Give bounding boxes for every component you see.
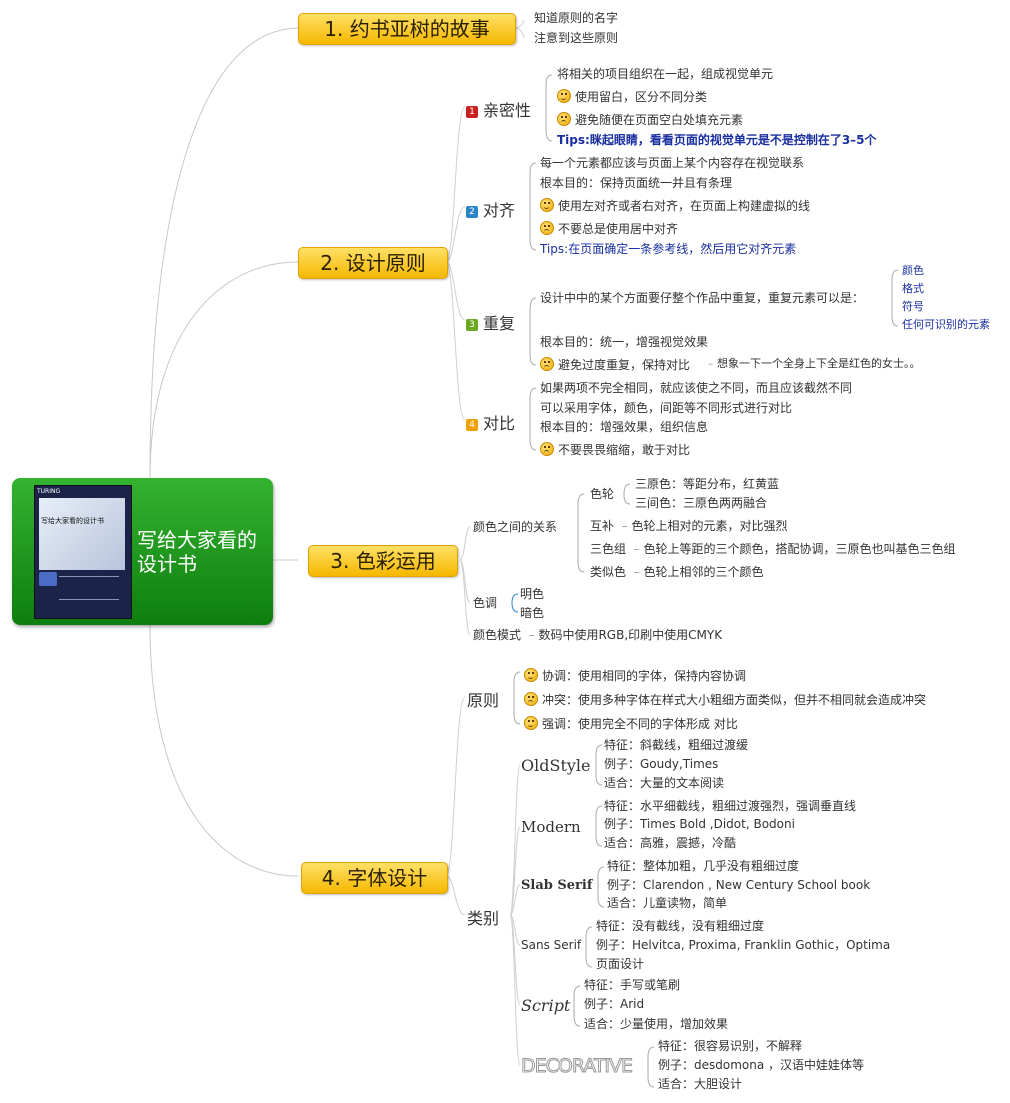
contrast-item-1: 如果两项不完全相同，就应该使之不同，而且应该截然不同: [540, 381, 853, 395]
proximity-item-1: 将相关的项目组织在一起，组成视觉单元: [557, 67, 774, 81]
color-wheel-item-2: 三间色：三原色两两融合: [635, 496, 768, 510]
branch-3-node[interactable]: 3. 色彩运用: [308, 545, 458, 577]
b1-item-2: 注意到这些原则: [534, 31, 619, 45]
contrast-item-2: 可以采用字体，颜色，间距等不同形式进行对比: [540, 401, 793, 415]
tone-item-1: 明色: [520, 587, 545, 601]
modern-item-1: 特征：水平细截线，粗细过渡强烈，强调垂直线: [604, 799, 857, 813]
sad-face-icon: [557, 112, 571, 126]
color-wheel-item-1: 三原色：等距分布，红黄蓝: [635, 477, 780, 491]
repetition-note: – 想象一下一个全身上下全是红色的女士。。: [708, 357, 921, 370]
decorative-item-2: 例子：desdomona ，汉语中娃娃体等: [658, 1058, 865, 1072]
decorative-item-3: 适合：大胆设计: [658, 1077, 743, 1091]
sans-item-3: 页面设计: [596, 957, 645, 971]
contrast-item-4: 不要畏畏缩缩，敢于对比: [540, 442, 690, 458]
smile-icon: [540, 198, 554, 212]
font-principle-2: 冲突：使用多种字体在样式大小粗细方面类似，但并不相同就会造成冲突: [524, 692, 926, 708]
color-wheel-label[interactable]: 色轮: [590, 487, 615, 501]
tone-label[interactable]: 色调: [473, 596, 498, 610]
repetition-element-3: 符号: [902, 300, 924, 313]
oldstyle-label[interactable]: OldStyle: [521, 756, 591, 775]
slab-serif-label[interactable]: Slab Serif: [521, 878, 593, 893]
alignment-item-3: 使用左对齐或者右对齐，在页面上构建虚拟的线: [540, 198, 810, 214]
repetition-item-2: 根本目的：统一，增强视觉效果: [540, 335, 709, 349]
sans-serif-label[interactable]: Sans Serif: [521, 938, 582, 952]
sans-item-2: 例子：Helvitca, Proxima, Franklin Gothic，Op…: [596, 938, 891, 952]
smile-icon: [524, 716, 538, 730]
smile-icon: [524, 668, 538, 682]
oldstyle-item-3: 适合：大量的文本阅读: [604, 776, 725, 790]
slab-item-3: 适合：儿童读物，简单: [607, 896, 728, 910]
branch-4-node[interactable]: 4. 字体设计: [301, 862, 448, 894]
decorative-label[interactable]: DECORATIVE: [520, 1055, 633, 1078]
sans-item-1: 特征：没有截线，没有粗细过度: [596, 919, 765, 933]
alignment-tips: Tips:在页面确定一条参考线，然后用它对齐元素: [540, 242, 797, 256]
repetition-element-1: 颜色: [902, 264, 924, 277]
font-principle-3: 强调：使用完全不同的字体形成 对比: [524, 716, 738, 732]
repetition-item-3: 避免过度重复，保持对比: [540, 357, 690, 373]
branch-2-node[interactable]: 2. 设计原则: [298, 247, 448, 279]
slab-item-2: 例子：Clarendon , New Century School book: [607, 878, 871, 892]
sad-face-icon: [524, 692, 538, 706]
proximity-item-2: 使用留白，区分不同分类: [557, 89, 707, 105]
branch-1-node[interactable]: 1. 约书亚树的故事: [298, 13, 516, 45]
slab-item-1: 特征：整体加粗，几乎没有粗细过度: [607, 859, 800, 873]
sad-face-icon: [540, 442, 554, 456]
proximity-tips: Tips:眯起眼睛，看看页面的视觉单元是不是控制在了3–5个: [557, 133, 877, 147]
modern-label[interactable]: Modern: [521, 818, 581, 836]
alignment-item-2: 根本目的：保持页面统一并且有条理: [540, 176, 733, 190]
center-title: 写给大家看的设计书: [137, 528, 257, 576]
modern-item-2: 例子：Times Bold ,Didot, Bodoni: [604, 817, 795, 831]
sad-face-icon: [540, 357, 554, 371]
oldstyle-item-2: 例子：Goudy,Times: [604, 757, 719, 771]
number-4-icon: 4: [466, 419, 478, 431]
analog-row: 类似色 – 色轮上相邻的三个颜色: [590, 565, 764, 579]
tone-item-2: 暗色: [520, 606, 545, 620]
repetition-element-2: 格式: [902, 282, 924, 295]
color-relation-label[interactable]: 颜色之间的关系: [473, 520, 558, 534]
script-label[interactable]: Script: [521, 996, 571, 1015]
b1-item-1: 知道原则的名字: [534, 11, 619, 25]
contrast-item-3: 根本目的：增强效果，组织信息: [540, 420, 709, 434]
repetition-element-4: 任何可识别的元素: [902, 318, 990, 331]
number-2-icon: 2: [466, 206, 478, 218]
script-item-1: 特征：手写或笔刷: [584, 978, 681, 992]
sad-face-icon: [540, 221, 554, 235]
font-principle-label[interactable]: 原则: [467, 691, 500, 710]
smile-icon: [557, 89, 571, 103]
complement-row: 互补 – 色轮上相对的元素，对比强烈: [590, 519, 788, 533]
number-1-icon: 1: [466, 106, 478, 118]
font-category-label[interactable]: 类别: [467, 909, 500, 928]
oldstyle-item-1: 特征：斜截线，粗细过渡缓: [604, 738, 749, 752]
alignment-item-4: 不要总是使用居中对齐: [540, 221, 678, 237]
script-item-2: 例子：Arid: [584, 997, 645, 1011]
modern-item-3: 适合：高雅，震撼，冷酷: [604, 836, 737, 850]
repetition-item-1: 设计中中的某个方面要仔整个作品中重复，重复元素可以是：: [540, 291, 865, 305]
color-mode-row: 颜色模式 – 数码中使用RGB,印刷中使用CMYK: [473, 628, 723, 642]
proximity-item-3: 避免随便在页面空白处填充元素: [557, 112, 743, 128]
number-3-icon: 3: [466, 319, 478, 331]
alignment-item-1: 每一个元素都应该与页面上某个内容存在视觉联系: [540, 156, 805, 170]
book-cover-image: TURING 写给大家看的设计书: [34, 485, 132, 619]
decorative-item-1: 特征：很容易识别，不解释: [658, 1039, 803, 1053]
script-item-3: 适合：少量使用，增加效果: [584, 1017, 729, 1031]
triad-row: 三色组 – 色轮上等距的三个颜色，搭配协调，三原色也叫基色三色组: [590, 542, 956, 556]
center-node[interactable]: TURING 写给大家看的设计书 写给大家看的设计书: [12, 478, 273, 625]
font-principle-1: 协调：使用相同的字体，保持内容协调: [524, 668, 746, 684]
